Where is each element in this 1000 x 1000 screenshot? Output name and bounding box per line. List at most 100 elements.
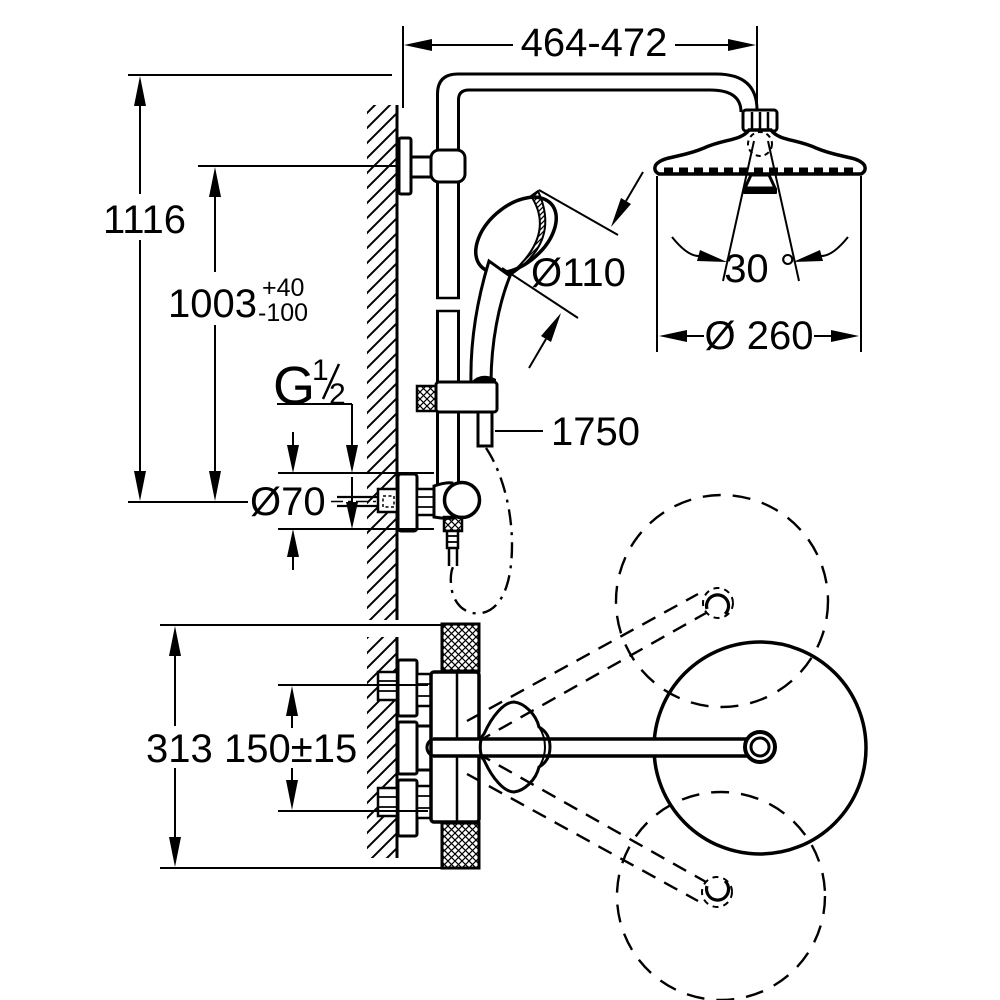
dashed-arm-lower-2 (476, 751, 707, 884)
wall-plate-middle (396, 720, 419, 776)
spray-cone-right-line (767, 140, 800, 282)
dim-thread-escutcheon: G 1 2 Ø70 (250, 354, 434, 570)
dim-width: 464-472 (402, 21, 758, 110)
dim-spray-angle: 30 ° (671, 236, 849, 291)
shower-hose (449, 447, 514, 615)
arrowhead (286, 780, 298, 810)
arrowhead (134, 76, 146, 106)
dim-escutcheon-label: Ø70 (250, 480, 326, 524)
spray-cone-left-line (722, 140, 755, 282)
arrowhead (346, 502, 358, 529)
hand-shower-handle (469, 258, 512, 386)
holder-cone-top-view (478, 700, 552, 794)
wall-plate-lower (396, 778, 419, 838)
dimensions: 464-472 1116 1003 +40 -100 (103, 21, 862, 869)
ball-joint-dashed (747, 131, 773, 157)
wall-bracket-plate (397, 136, 413, 196)
head-shower-bell (653, 128, 867, 176)
dashed-arm-lower-1 (466, 772, 699, 903)
arm-hook-lower (704, 879, 731, 902)
arrowhead (169, 626, 181, 656)
rail-collar (429, 148, 467, 184)
dim-depth-label: 313 (146, 727, 213, 771)
in-wall-fitting (376, 487, 399, 514)
outlet-nut (442, 515, 464, 533)
curved-leader (671, 236, 701, 258)
arrowhead (697, 250, 727, 262)
escutcheon-block-top (440, 622, 481, 673)
dim-spray-angle-label: 30 ° (724, 247, 796, 291)
swivel-range (466, 493, 830, 1000)
wall-bracket-arm (409, 155, 434, 179)
head-position-dashed-upper (614, 493, 830, 709)
thread-label-g: G (273, 356, 315, 416)
holder-knob (415, 384, 438, 413)
head-position-dashed-lower (615, 790, 827, 1000)
dim-total-height-label: 1116 (103, 198, 186, 242)
thread-fraction-slash (321, 363, 341, 400)
outlet-tube-upper (445, 529, 460, 550)
valve-handle (442, 480, 482, 520)
hub-dashed-upper (702, 587, 734, 619)
wall-hatch-front (367, 105, 397, 620)
arrowhead (209, 471, 221, 501)
arrowhead (169, 837, 181, 867)
dim-rail-height: 1003 +40 -100 (168, 165, 396, 501)
shower-rail (397, 72, 759, 484)
arrowhead (287, 445, 299, 473)
arrowhead (134, 471, 146, 501)
arrowhead (659, 330, 687, 342)
dim-hand-shower: Ø110 (501, 171, 644, 369)
arrowhead (404, 39, 432, 51)
dim-line (625, 171, 644, 202)
curved-leader (819, 236, 849, 258)
arrowhead (346, 445, 358, 473)
dim-rail-height-tol-plus: +40 (262, 274, 304, 302)
arrowhead (209, 167, 221, 197)
ext-line (501, 267, 579, 319)
dim-hose-length-label: 1750 (551, 410, 640, 454)
outlet-tube-lower (447, 548, 459, 566)
dim-hose-length: 1750 (495, 410, 640, 454)
thread-label-denominator: 2 (329, 378, 346, 411)
hand-shower (469, 189, 559, 386)
dim-inlet-spacing-label: 150±15 (224, 727, 357, 771)
hub-dashed-lower (701, 876, 733, 908)
arrowhead (728, 39, 756, 51)
thread-label-numerator: 1 (312, 354, 329, 387)
in-wall-bore-dashed (382, 495, 395, 508)
dim-width-label: 464-472 (521, 21, 668, 65)
wall-hatch-top (367, 637, 397, 858)
dim-rail-height-tol-minus: -100 (258, 299, 308, 327)
arm-hook-upper (704, 593, 731, 616)
arrowhead (541, 313, 561, 342)
rail-outer-line (436, 72, 759, 297)
dim-total-height: 1116 (103, 74, 392, 503)
arm-fill (433, 740, 747, 755)
head-shower-deflector (742, 173, 778, 190)
dim-depth: 313 (146, 624, 441, 869)
hand-shower-head (473, 195, 559, 275)
wall-section-top (367, 637, 399, 858)
dim-rail-height-label: 1003 (168, 282, 257, 326)
dim-head-shower: Ø 260 (656, 176, 862, 358)
dim-head-shower-label: Ø 260 (705, 314, 814, 358)
dim-hand-shower-label: Ø110 (531, 251, 626, 295)
ext-line (538, 189, 619, 236)
dashed-arm-upper-1 (466, 592, 699, 723)
arm-ball-end (425, 737, 434, 758)
thermostat-front (331, 472, 482, 566)
holder-body (434, 380, 499, 414)
valve-hex-nut (415, 487, 436, 517)
rail-inner-line (457, 88, 743, 297)
top-view (367, 493, 868, 1000)
wall-section-front (367, 105, 399, 620)
arrowhead (286, 686, 298, 716)
holder-cone-rim-inner (538, 726, 547, 768)
dim-inlet-spacing: 150±15 (224, 684, 428, 812)
arrowhead (831, 330, 859, 342)
arrowhead (287, 529, 299, 557)
slider-holder (415, 375, 499, 448)
head-shower-deflector-base (743, 188, 777, 194)
